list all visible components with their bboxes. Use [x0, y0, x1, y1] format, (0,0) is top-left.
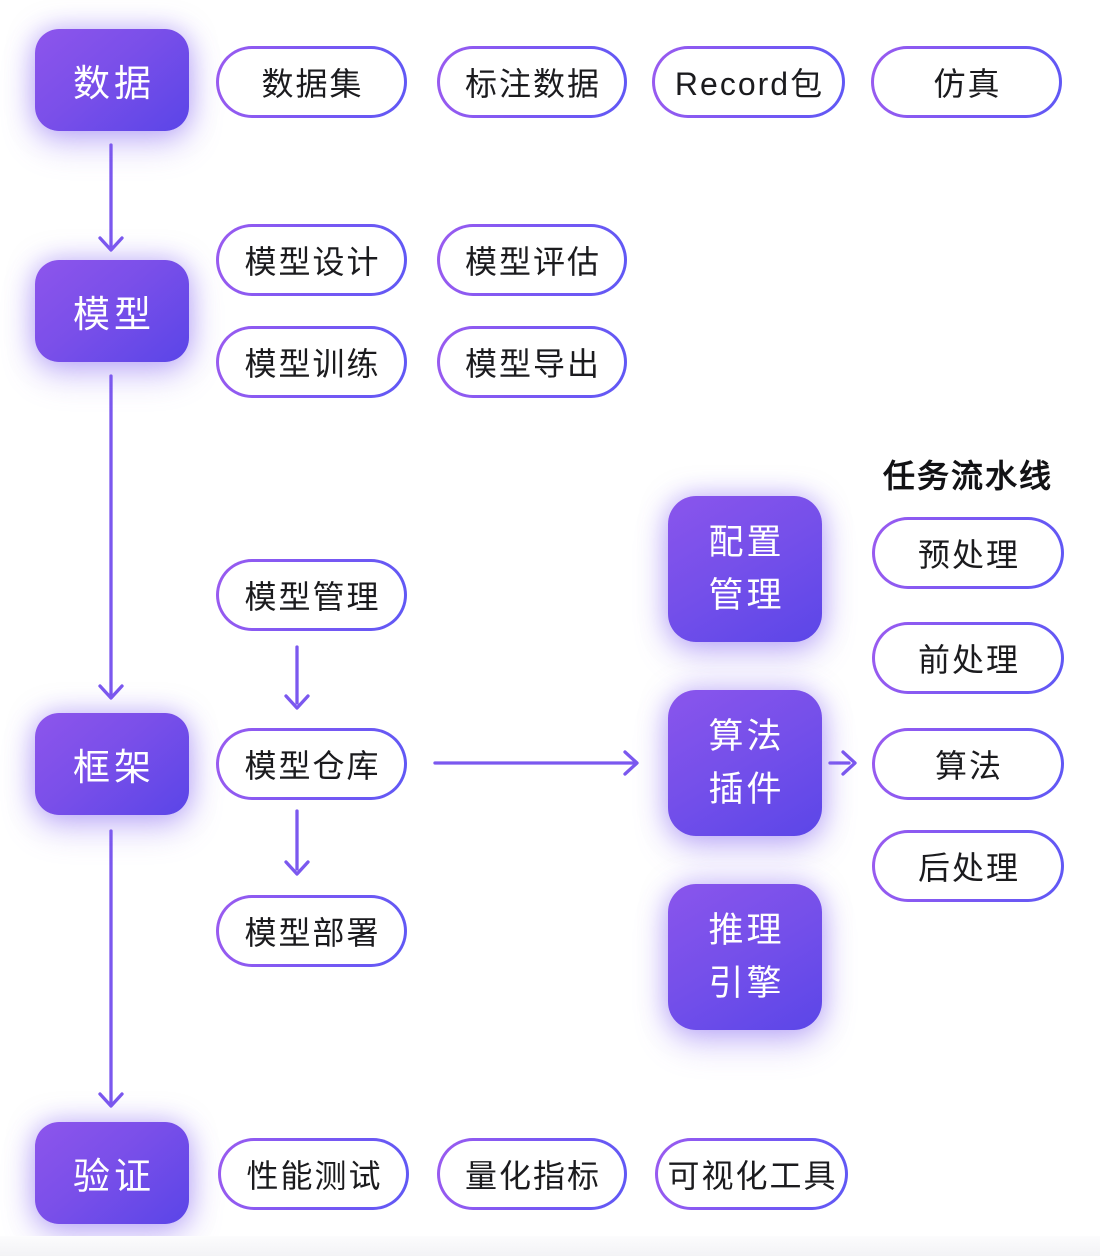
pill-pre-processing: 前处理	[872, 622, 1064, 694]
node-inference-engine: 推理 引擎	[668, 884, 822, 1030]
arrow-data-to-model	[98, 143, 124, 252]
pill-model-management: 模型管理	[216, 559, 407, 631]
node-algorithm-plugin-line1: 算法	[708, 716, 785, 756]
pill-post-processing: 后处理	[872, 830, 1064, 902]
arrow-repository-to-deployment	[284, 809, 310, 876]
pill-dataset: 数据集	[216, 46, 407, 118]
footer-band	[0, 1236, 1100, 1256]
arrow-framework-to-validation	[98, 829, 124, 1108]
stage-box-data: 数据	[35, 29, 189, 131]
pill-model-deployment: 模型部署	[216, 895, 407, 967]
arrow-plugin-to-algorithm	[828, 750, 857, 776]
pill-simulation: 仿真	[871, 46, 1062, 118]
pill-annotated-data: 标注数据	[437, 46, 627, 118]
pill-algorithm: 算法	[872, 728, 1064, 800]
pill-quantitative-metrics: 量化指标	[437, 1138, 627, 1210]
node-config-management: 配置 管理	[668, 496, 822, 642]
pipeline-title: 任务流水线	[882, 458, 1053, 494]
stage-box-framework: 框架	[35, 713, 189, 815]
pill-model-design: 模型设计	[216, 224, 407, 296]
node-config-management-line2: 管理	[708, 576, 785, 615]
arrow-model-to-framework	[98, 374, 124, 700]
pill-model-evaluation: 模型评估	[437, 224, 627, 296]
stage-box-model: 模型	[35, 260, 189, 362]
node-algorithm-plugin-line2: 插件	[708, 770, 785, 809]
node-inference-engine-line2: 引擎	[708, 964, 785, 1003]
pill-performance-test: 性能测试	[218, 1138, 409, 1210]
node-algorithm-plugin: 算法 插件	[668, 690, 822, 836]
pill-model-training: 模型训练	[216, 326, 407, 398]
node-config-management-line1: 配置	[708, 522, 785, 562]
pill-model-repository: 模型仓库	[216, 728, 407, 800]
pill-visualization-tools: 可视化工具	[655, 1138, 848, 1210]
node-inference-engine-line1: 推理	[708, 910, 785, 950]
arrow-management-to-repository	[284, 645, 310, 710]
stage-box-validation: 验证	[35, 1122, 189, 1224]
arrow-repository-to-plugin	[433, 750, 639, 776]
pill-model-export: 模型导出	[437, 326, 627, 398]
pill-record-package: Record包	[652, 46, 845, 118]
pill-preprocessing: 预处理	[872, 517, 1064, 589]
